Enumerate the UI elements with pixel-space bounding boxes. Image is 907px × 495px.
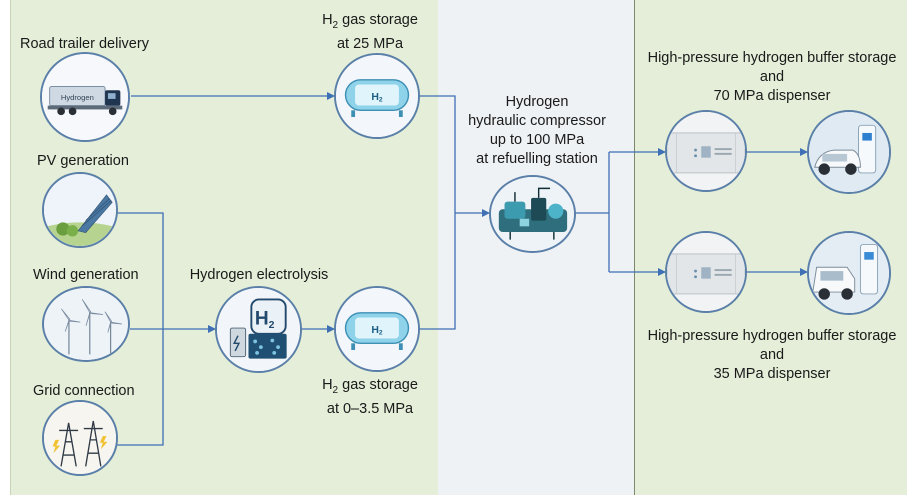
storage-tank-bottom: H2 — [334, 286, 420, 372]
tank-bottom-h: H — [371, 325, 379, 336]
grid-image — [42, 400, 118, 476]
electrolysis-icon-sub: 2 — [269, 320, 275, 331]
road-trailer-label: Road trailer delivery — [20, 36, 149, 52]
electrolysis-image: H2 — [215, 286, 302, 373]
buffer35-line2: and — [759, 347, 785, 363]
storage-top-sub: 2 — [332, 19, 339, 31]
storage-top-label: H2 gas storage at 25 MPa — [300, 11, 440, 54]
wind-label: Wind generation — [33, 267, 139, 283]
buffer70-line3: 70 MPa dispenser — [713, 88, 831, 104]
svg-text:H2: H2 — [371, 92, 383, 104]
storage-bottom-label: H2 gas storage at 0–3.5 MPa — [300, 376, 440, 419]
storage-top-line2: at 25 MPa — [336, 35, 404, 52]
truck-text: Hydrogen — [61, 93, 94, 102]
storage-tank-top: H2 — [334, 53, 420, 139]
svg-text:H2: H2 — [371, 325, 383, 337]
pv-label: PV generation — [37, 153, 129, 169]
storage-bottom-h: H — [322, 377, 333, 393]
buffer70-line1: High-pressure hydrogen buffer storage — [647, 50, 897, 66]
truck-image: Hydrogen — [40, 52, 130, 142]
grid-label: Grid connection — [33, 383, 135, 399]
buffer35-label: High-pressure hydrogen buffer storage an… — [640, 327, 904, 384]
tank-top-h: H — [371, 92, 379, 103]
compressor-image — [489, 175, 576, 253]
svg-text:H2: H2 — [255, 308, 275, 331]
compressor-line2: hydraulic compressor — [468, 113, 606, 129]
wind-image — [42, 286, 130, 362]
buffer-storage-35-image — [665, 231, 747, 313]
buffer35-line1: High-pressure hydrogen buffer storage — [647, 328, 897, 344]
compressor-line4: at refuelling station — [476, 151, 598, 167]
compressor-label: Hydrogen hydraulic compressor up to 100 … — [453, 93, 621, 169]
pv-image — [42, 172, 118, 248]
tank-top-sub: 2 — [379, 97, 383, 104]
dispenser-35-image — [807, 231, 891, 315]
storage-bottom-sub: 2 — [332, 384, 339, 396]
compressor-line1: Hydrogen — [505, 94, 569, 110]
buffer-storage-70-image — [665, 110, 747, 192]
buffer70-line2: and — [759, 69, 785, 85]
electrolysis-icon-h: H — [255, 308, 269, 329]
tank-bottom-sub: 2 — [379, 330, 383, 337]
buffer70-label: High-pressure hydrogen buffer storage an… — [640, 49, 904, 106]
storage-top-h: H — [322, 12, 333, 28]
dispenser-70-image — [807, 110, 891, 194]
storage-top-line1: gas storage — [338, 12, 418, 28]
storage-bottom-line2: at 0–3.5 MPa — [326, 400, 414, 417]
storage-bottom-line1: gas storage — [338, 377, 418, 393]
buffer35-line3: 35 MPa dispenser — [713, 366, 831, 382]
compressor-line3: up to 100 MPa — [489, 132, 585, 148]
electrolysis-label: Hydrogen electrolysis — [189, 267, 329, 283]
